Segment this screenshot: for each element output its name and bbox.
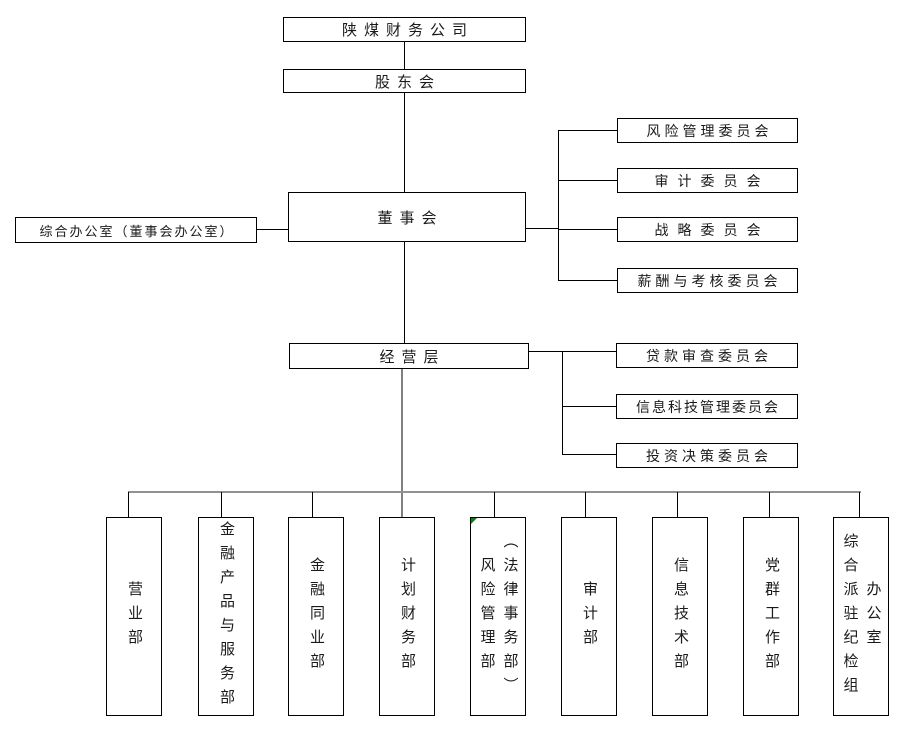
stub-it-committee xyxy=(562,406,616,407)
dept-label: 信息技术部 xyxy=(672,556,688,677)
dept-label: 营业部 xyxy=(126,580,142,653)
node-company: 陕煤财务公司 xyxy=(283,17,526,42)
committee-loan-review: 贷款审查委员会 xyxy=(616,343,798,368)
stub-dept-6 xyxy=(585,492,586,517)
dept-risk-management-legal: 风险管理部 （法律事务部） xyxy=(470,517,526,716)
connector-management-departments xyxy=(401,369,403,517)
committee-investment-decision: 投资决策委员会 xyxy=(616,443,798,468)
committee-compensation-assessment: 薪酬与考核委员会 xyxy=(617,268,798,293)
dept-planning-finance: 计划财务部 xyxy=(379,517,435,716)
node-shareholders-meeting: 股东会 xyxy=(283,69,526,93)
stub-dept-3 xyxy=(312,492,313,517)
node-board-of-directors: 董事会 xyxy=(288,192,526,242)
stub-audit-committee xyxy=(558,180,617,181)
dept-label: 审计部 xyxy=(581,580,597,653)
stub-compensation-committee xyxy=(558,280,617,281)
stub-dept-1 xyxy=(128,492,129,517)
comment-marker-icon xyxy=(471,518,477,524)
stub-investment-committee xyxy=(562,454,616,455)
dept-audit: 审计部 xyxy=(561,517,617,716)
dept-label: 金融产品与服务部 xyxy=(218,520,234,713)
committee-risk-management: 风险管理委员会 xyxy=(617,118,798,143)
connector-office-board xyxy=(257,229,288,230)
dept-label-secondary: 办公室 xyxy=(864,580,881,653)
connector-company-shareholders xyxy=(404,42,405,69)
stub-risk-committee xyxy=(558,130,617,131)
dept-label: 风险管理部 xyxy=(478,556,495,677)
stub-dept-2 xyxy=(221,492,222,517)
stub-dept-5 xyxy=(494,492,495,517)
dept-label: 金融同业部 xyxy=(308,556,324,677)
node-management-level: 经营层 xyxy=(289,343,529,369)
committee-strategy: 战略委员会 xyxy=(617,217,798,242)
stub-dept-7 xyxy=(677,492,678,517)
dept-discipline-inspection-office: 综合派驻纪检组 办公室 xyxy=(833,517,889,716)
committee-information-technology: 信息科技管理委员会 xyxy=(616,394,798,419)
dept-financial-products-services: 金融产品与服务部 xyxy=(198,517,254,716)
connector-management-loan-committee xyxy=(529,351,616,352)
dept-information-technology: 信息技术部 xyxy=(652,517,708,716)
node-board-office: 综合办公室（董事会办公室） xyxy=(15,217,257,243)
dept-label: 计划财务部 xyxy=(399,556,415,677)
dept-financial-interbank: 金融同业部 xyxy=(288,517,344,716)
board-committee-trunk xyxy=(558,130,559,281)
stub-strategy-committee xyxy=(558,229,617,230)
connector-board-management xyxy=(404,242,405,343)
stub-dept-9 xyxy=(859,492,860,517)
stub-dept-8 xyxy=(769,492,770,517)
dept-party-mass-work: 党群工作部 xyxy=(743,517,799,716)
management-committee-trunk xyxy=(562,351,563,455)
dept-label-secondary: （法律事务部） xyxy=(501,532,518,701)
connector-board-trunk xyxy=(526,228,558,229)
dept-label: 综合派驻纪检组 xyxy=(841,532,858,701)
connector-shareholders-board xyxy=(404,93,405,192)
committee-audit: 审计委员会 xyxy=(617,168,798,193)
dept-label: 党群工作部 xyxy=(763,556,779,677)
dept-business: 营业部 xyxy=(106,517,162,716)
